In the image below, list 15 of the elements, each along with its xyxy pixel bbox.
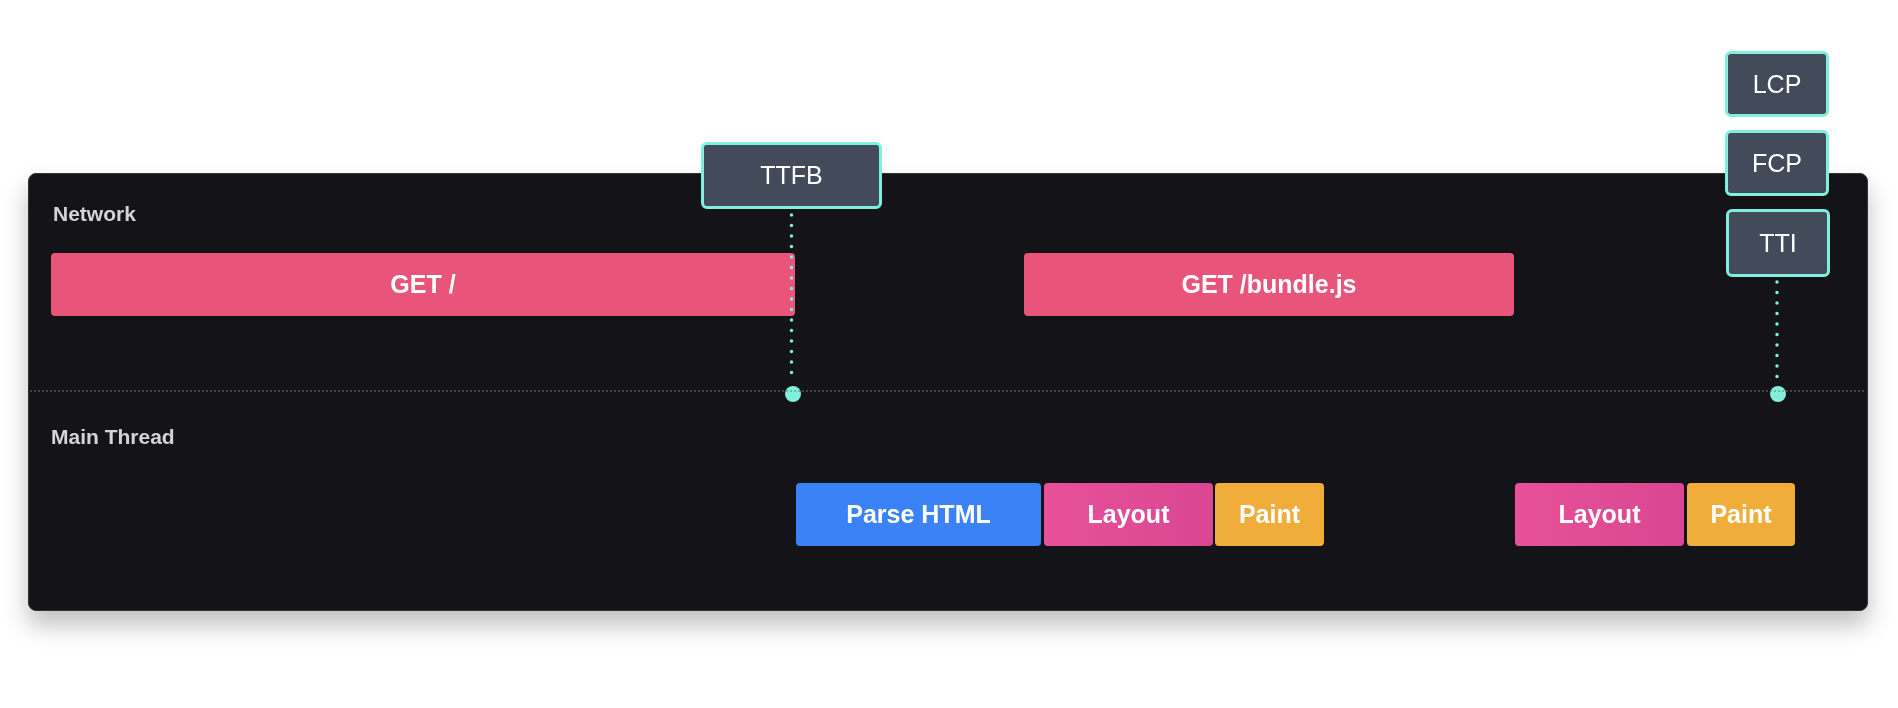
network-request-bar: GET /bundle.js <box>1024 253 1514 316</box>
lane-label: Network <box>53 202 136 226</box>
task-bar: Paint <box>1687 483 1795 546</box>
metric-marker: TTI <box>1726 209 1830 277</box>
metric-marker: FCP <box>1725 130 1829 196</box>
timeline-dot <box>1770 386 1786 402</box>
task-bar: Layout <box>1044 483 1213 546</box>
metric-marker: LCP <box>1725 51 1829 117</box>
task-bar: Paint <box>1215 483 1324 546</box>
task-bar: Parse HTML <box>796 483 1041 546</box>
network-request-bar: GET / <box>51 253 795 316</box>
metric-marker: TTFB <box>701 142 882 209</box>
timeline-dot <box>785 386 801 402</box>
task-bar: Layout <box>1515 483 1684 546</box>
lane-label: Main Thread <box>51 425 175 449</box>
